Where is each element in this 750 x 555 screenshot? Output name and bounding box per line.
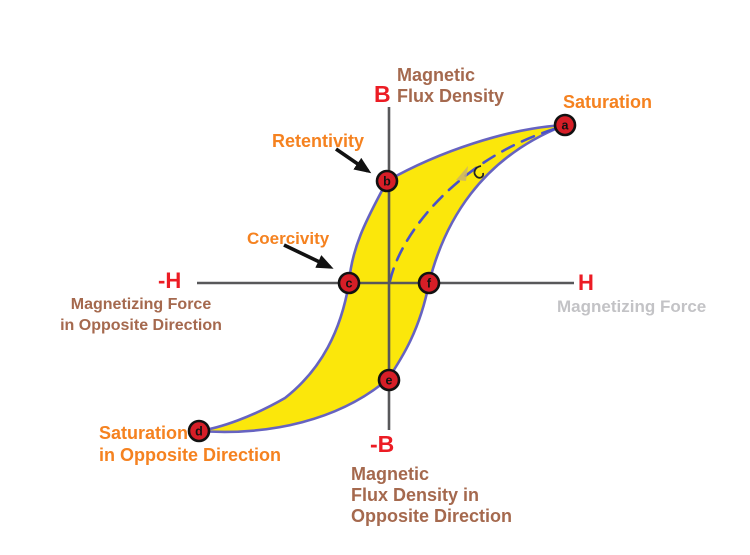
coercivity-label: Coercivity <box>247 229 330 248</box>
b-axis-caption: Magnetic Flux Density <box>397 65 504 107</box>
point-e-flux-opposite: e <box>377 368 401 392</box>
b-negative-caption-line2: Flux Density in <box>351 485 480 505</box>
curve-hook-mark <box>473 165 485 179</box>
point-a-circle <box>553 113 577 137</box>
dashed-curve-arrowhead <box>456 166 468 181</box>
point-c-coercivity: c <box>337 271 361 295</box>
h-positive-symbol: H <box>578 270 594 295</box>
b-axis-caption-line1: Magnetic <box>397 65 476 85</box>
point-b-circle <box>375 169 399 193</box>
point-b-retentivity: b <box>375 169 399 193</box>
point-b-letter: b <box>383 175 391 189</box>
b-negative-caption-line3: Opposite Direction <box>351 506 513 526</box>
saturation-label: Saturation <box>563 92 653 112</box>
point-f-circle <box>417 271 441 295</box>
b-axis-caption-line2: Flux Density <box>397 86 505 106</box>
saturation-opposite-label: Saturation in Opposite Direction <box>99 422 281 466</box>
point-f-coercive-return: f <box>417 271 441 295</box>
point-d-circle <box>187 419 211 443</box>
point-e-circle <box>377 368 401 392</box>
point-d-letter: d <box>195 425 203 439</box>
point-d-saturation-opposite: d <box>187 419 211 443</box>
point-a-saturation: a <box>553 113 577 137</box>
b-negative-caption-line1: Magnetic <box>351 464 430 484</box>
h-negative-symbol: -H <box>158 268 182 293</box>
h-negative-caption: Magnetizing Force in Opposite Direction <box>50 294 232 336</box>
initial-magnetization-curve <box>388 125 563 283</box>
saturation-opposite-line2: in Opposite Direction <box>99 445 282 465</box>
coercivity-arrow <box>283 243 334 269</box>
b-negative-caption: Magnetic Flux Density in Opposite Direct… <box>351 464 512 527</box>
saturation-opposite-line1: Saturation <box>99 423 189 443</box>
point-a-letter: a <box>562 119 570 133</box>
retentivity-label: Retentivity <box>272 131 365 151</box>
point-c-letter: c <box>346 277 353 291</box>
point-c-circle <box>337 271 361 295</box>
b-negative-symbol: -B <box>370 431 395 457</box>
retentivity-arrow <box>334 147 372 174</box>
h-negative-caption-line1: Magnetizing Force <box>70 296 212 313</box>
h-positive-caption: Magnetizing Force <box>557 297 707 316</box>
h-negative-caption-line2: in Opposite Direction <box>60 317 222 334</box>
point-e-letter: e <box>386 374 393 388</box>
point-f-letter: f <box>427 277 432 291</box>
b-positive-symbol: B <box>374 81 391 107</box>
